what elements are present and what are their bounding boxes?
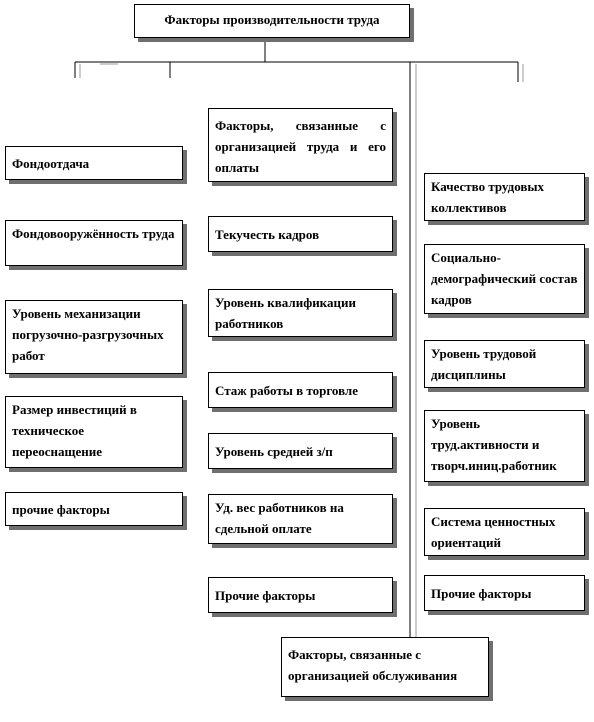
col3-item-label: Система ценностных ориентаций	[431, 514, 556, 550]
col3-item-other-factors: Прочие факторы	[424, 575, 585, 611]
col3-item-labor-discipline: Уровень трудовой дисциплины	[424, 340, 585, 388]
col3-item-value-orientation: Система ценностных ориентаций	[424, 508, 585, 556]
col1-item-label: Уровень механизации погрузочно-разгрузоч…	[12, 306, 164, 363]
col1-item-mechanization-level: Уровень механизации погрузочно-разгрузоч…	[5, 300, 183, 374]
col3-item-label: Социально-демографический состав кадров	[431, 250, 578, 307]
col2-item-label: Прочие факторы	[215, 587, 316, 603]
root-factor-label: Факторы производительности труда	[164, 12, 380, 27]
col2-item-label: Уд. вес работников на сдельной оплате	[215, 500, 344, 536]
col1-item-label: Фондоотдача	[12, 155, 90, 171]
col1-item-fund-return: Фондоотдача	[5, 146, 183, 180]
col2-header-labor-organization: Факторы, связанные с организацией труда …	[208, 108, 393, 182]
root-factor-box: Факторы производительности труда	[134, 4, 410, 38]
col2-item-piecework-share: Уд. вес работников на сдельной оплате	[208, 494, 393, 544]
col1-item-label: Размер инвестиций в техническое переосна…	[12, 402, 137, 459]
col1-item-label: прочие факторы	[12, 501, 110, 517]
bottom-service-organization-box: Факторы, связанные с организацией обслуж…	[281, 637, 489, 697]
col2-item-qualification-level: Уровень квалификации работников	[208, 289, 393, 337]
col2-header-label: Факторы, связанные с организацией труда …	[215, 118, 386, 175]
col3-item-label: Прочие факторы	[431, 585, 532, 601]
col3-item-label: Уровень труд.активности и творч.иниц.раб…	[431, 416, 557, 473]
col3-item-socio-demographic: Социально-демографический состав кадров	[424, 244, 585, 314]
col2-item-staff-turnover: Текучесть кадров	[208, 216, 393, 252]
col1-item-label: Фондовооружённость труда	[12, 226, 175, 241]
col1-item-investment-size: Размер инвестиций в техническое переосна…	[5, 396, 183, 468]
col2-item-label: Стаж работы в торговле	[215, 382, 358, 398]
col3-item-label: Качество трудовых коллективов	[431, 179, 545, 215]
col1-item-other-factors: прочие факторы	[5, 492, 183, 526]
col2-item-label: Текучесть кадров	[215, 226, 320, 242]
col1-item-capital-labor-ratio: Фондовооружённость труда	[5, 220, 183, 266]
col3-item-labor-activity: Уровень труд.активности и творч.иниц.раб…	[424, 410, 585, 482]
col3-item-collective-quality: Качество трудовых коллективов	[424, 173, 585, 221]
col3-item-label: Уровень трудовой дисциплины	[431, 346, 537, 382]
bottom-service-organization-label: Факторы, связанные с организацией обслуж…	[288, 647, 458, 683]
col2-item-label: Уровень квалификации работников	[215, 295, 356, 331]
col2-item-other-factors: Прочие факторы	[208, 577, 393, 613]
col2-item-average-salary: Уровень средней з/п	[208, 433, 393, 469]
col2-item-trade-experience: Стаж работы в торговле	[208, 372, 393, 408]
col2-item-label: Уровень средней з/п	[215, 443, 333, 459]
